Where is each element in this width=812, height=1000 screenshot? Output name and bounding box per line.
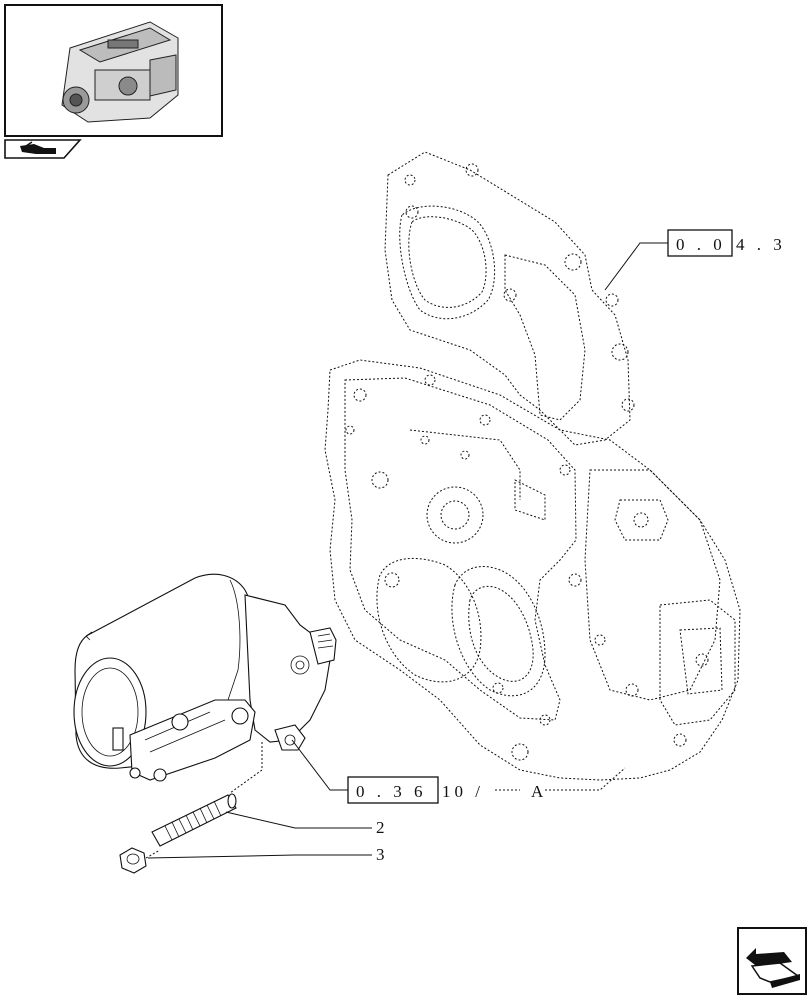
ref-mid-boxed-text: 0 . 3 6 (356, 782, 427, 801)
ref-top-rest-text: 4 . 3 (736, 235, 786, 254)
item-3-label: 3 (376, 845, 389, 864)
leader-line-ref-mid (291, 739, 348, 791)
leader-line-ref-top (604, 242, 668, 291)
gear-housing-outline (324, 151, 741, 781)
ref-callout-mid[interactable]: 0 . 3 6 10 / A (347, 776, 547, 804)
ref-mid-suffix-text: A (531, 782, 547, 801)
next-page-arrow-icon[interactable] (737, 927, 807, 995)
hex-nut[interactable] (119, 847, 161, 874)
bolt-axis-line (229, 742, 263, 794)
leader-line-ref-mid-tail (545, 767, 626, 791)
stud-bolt[interactable] (151, 793, 237, 847)
leader-line-item-2 (225, 811, 372, 829)
starter-motor[interactable] (73, 573, 337, 782)
item-2-label: 2 (376, 818, 389, 837)
hand-pointer-icon[interactable] (4, 139, 82, 159)
engine-thumbnail-icon[interactable] (4, 4, 223, 137)
leader-line-item-3 (147, 854, 372, 859)
ref-callout-top[interactable]: 0 . 0 4 . 3 (667, 229, 786, 257)
ref-top-boxed-text: 0 . 0 (676, 235, 726, 254)
ref-mid-rest-text: 10 / (442, 782, 484, 801)
